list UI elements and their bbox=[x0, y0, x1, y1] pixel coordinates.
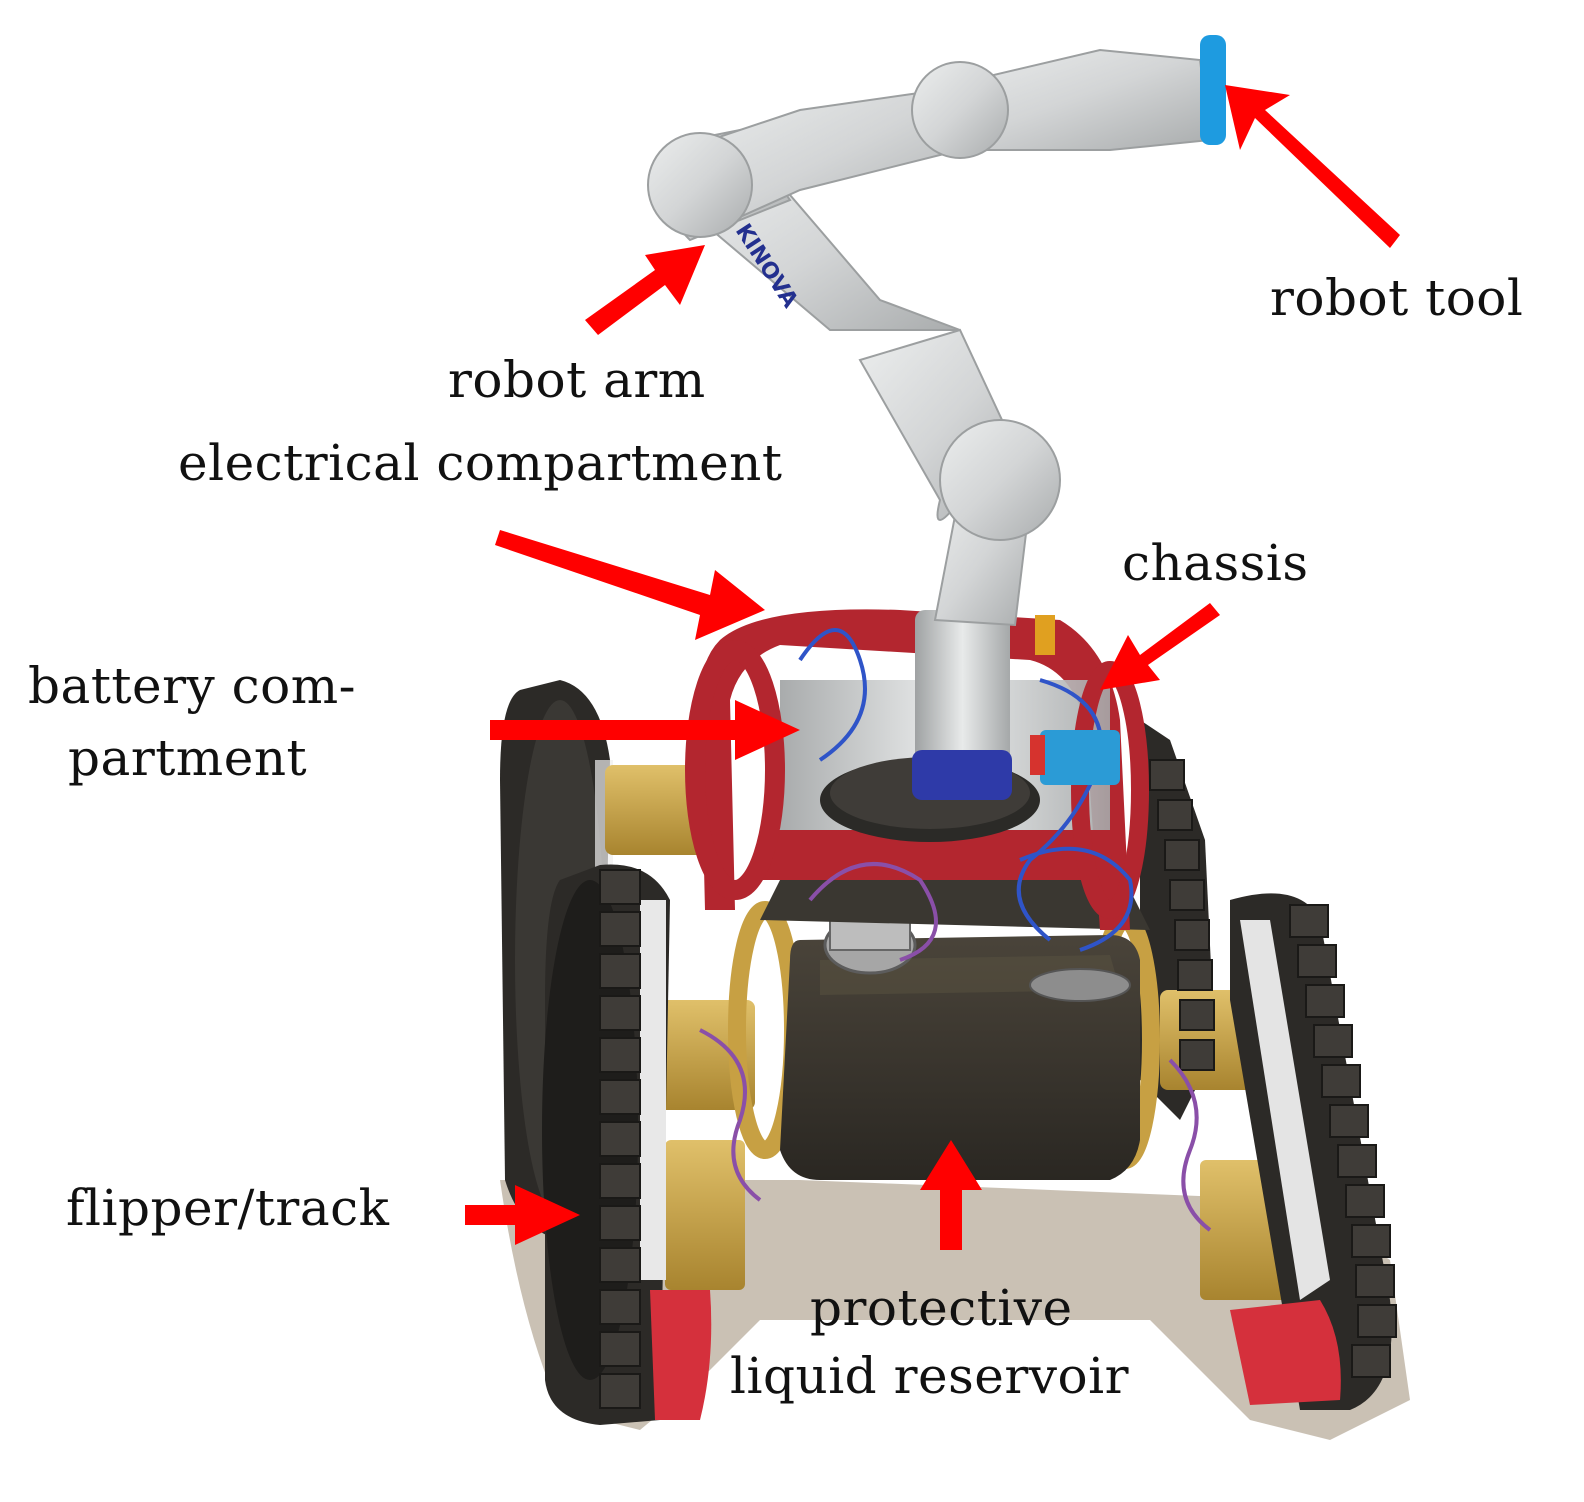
arrow-flipper-track bbox=[465, 1185, 580, 1245]
annotation-arrows bbox=[465, 85, 1400, 1250]
right-flipper-track bbox=[1230, 893, 1397, 1410]
label-robot-arm: robot arm bbox=[448, 351, 706, 409]
label-flipper-track: flipper/track bbox=[66, 1179, 390, 1237]
label-liquid-reservoir-line1: protective bbox=[810, 1279, 1073, 1337]
label-battery-compartment-line1: battery com- bbox=[28, 657, 357, 715]
label-liquid-reservoir-line2: liquid reservoir bbox=[730, 1347, 1129, 1405]
label-chassis: chassis bbox=[1122, 534, 1309, 592]
arrow-electrical-compartment bbox=[495, 530, 765, 640]
left-flipper-track bbox=[542, 864, 712, 1425]
arm-base bbox=[912, 610, 1012, 800]
liquid-reservoir bbox=[780, 914, 1140, 1180]
label-battery-compartment-line2: partment bbox=[68, 729, 308, 787]
arrow-battery-compartment bbox=[490, 700, 800, 760]
arrow-robot-tool bbox=[1225, 85, 1400, 248]
wiring bbox=[699, 628, 1212, 1232]
arrow-chassis bbox=[1100, 603, 1220, 690]
junction-box bbox=[1030, 615, 1120, 785]
robot-tool bbox=[1200, 35, 1226, 145]
label-robot-tool: robot tool bbox=[1270, 269, 1524, 327]
robot-arm bbox=[647, 48, 1212, 627]
right-rear-track-teeth bbox=[1149, 759, 1215, 1071]
arrow-liquid-reservoir bbox=[920, 1140, 982, 1250]
label-electrical-compartment: electrical compartment bbox=[178, 434, 783, 492]
arrow-robot-arm bbox=[585, 245, 705, 335]
